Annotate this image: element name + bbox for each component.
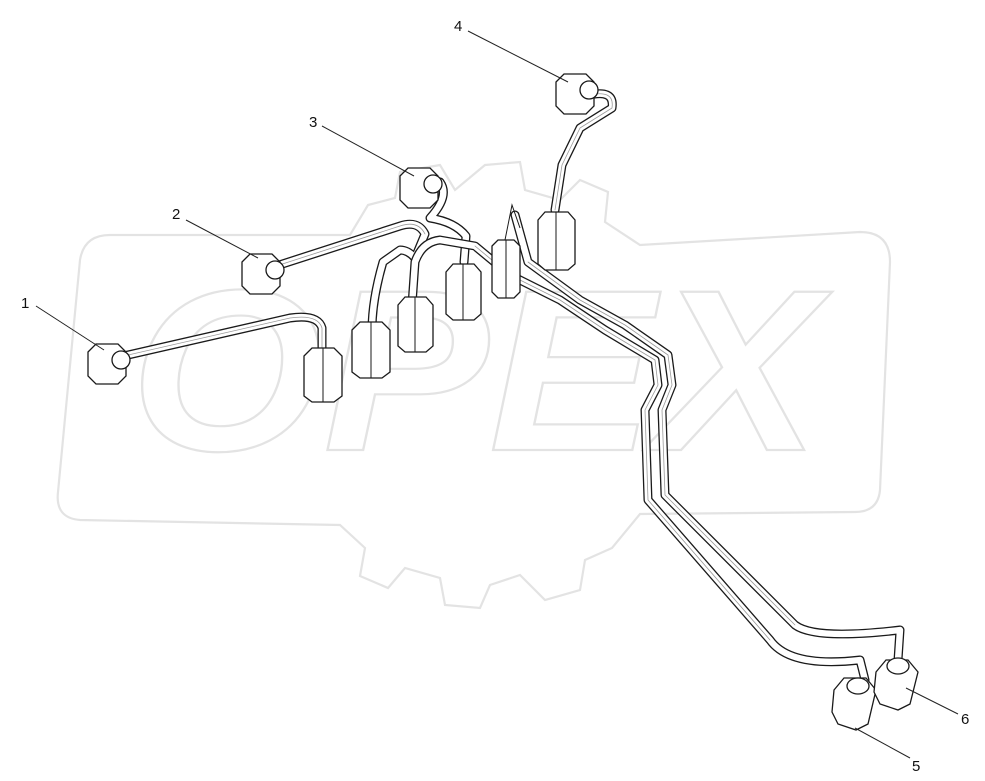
callout-5: 5 <box>854 727 920 775</box>
leader-line-6 <box>905 687 959 715</box>
callout-label-4: 4 <box>454 18 462 35</box>
callout-label-1: 1 <box>21 295 29 312</box>
watermark-gear-outline <box>56 160 892 610</box>
nut-center-pump <box>445 263 482 321</box>
end-nut-3 <box>399 167 443 209</box>
callouts: 1 2 3 4 5 6 <box>21 18 969 775</box>
end-nut-4 <box>555 73 599 115</box>
nut-pipe-6-pump <box>491 203 521 299</box>
pipe-1 <box>110 312 327 363</box>
nut-pipe-1-pump <box>303 347 343 403</box>
leader-line-1 <box>35 305 105 351</box>
callout-label-6: 6 <box>961 711 969 728</box>
end-nut-2 <box>241 253 285 295</box>
callout-label-3: 3 <box>309 114 317 131</box>
callout-3: 3 <box>309 114 415 177</box>
injector-side-nuts <box>87 73 919 731</box>
callout-4: 4 <box>454 18 569 83</box>
pump-side-nuts <box>303 203 576 403</box>
callout-1: 1 <box>21 295 105 351</box>
pipe-6 <box>510 210 905 665</box>
callout-6: 6 <box>905 687 969 728</box>
nut-pipe-4-pump <box>537 211 576 271</box>
end-nut-6 <box>873 657 919 711</box>
leader-line-2 <box>185 219 259 259</box>
callout-label-5: 5 <box>912 758 920 775</box>
opex-watermark: OPEX <box>56 160 892 610</box>
pipe-2 <box>265 219 430 335</box>
callout-2: 2 <box>172 206 259 259</box>
pipe-3 <box>407 177 870 685</box>
leader-line-5 <box>854 727 911 759</box>
leader-line-3 <box>321 125 415 177</box>
callout-label-2: 2 <box>172 206 180 223</box>
nut-pipe-2-pump <box>351 321 391 379</box>
pipes <box>110 89 905 685</box>
nut-pipe-3-pump <box>397 296 434 353</box>
end-nut-1 <box>87 343 131 385</box>
end-nut-5 <box>831 677 877 731</box>
leader-line-4 <box>467 30 569 83</box>
